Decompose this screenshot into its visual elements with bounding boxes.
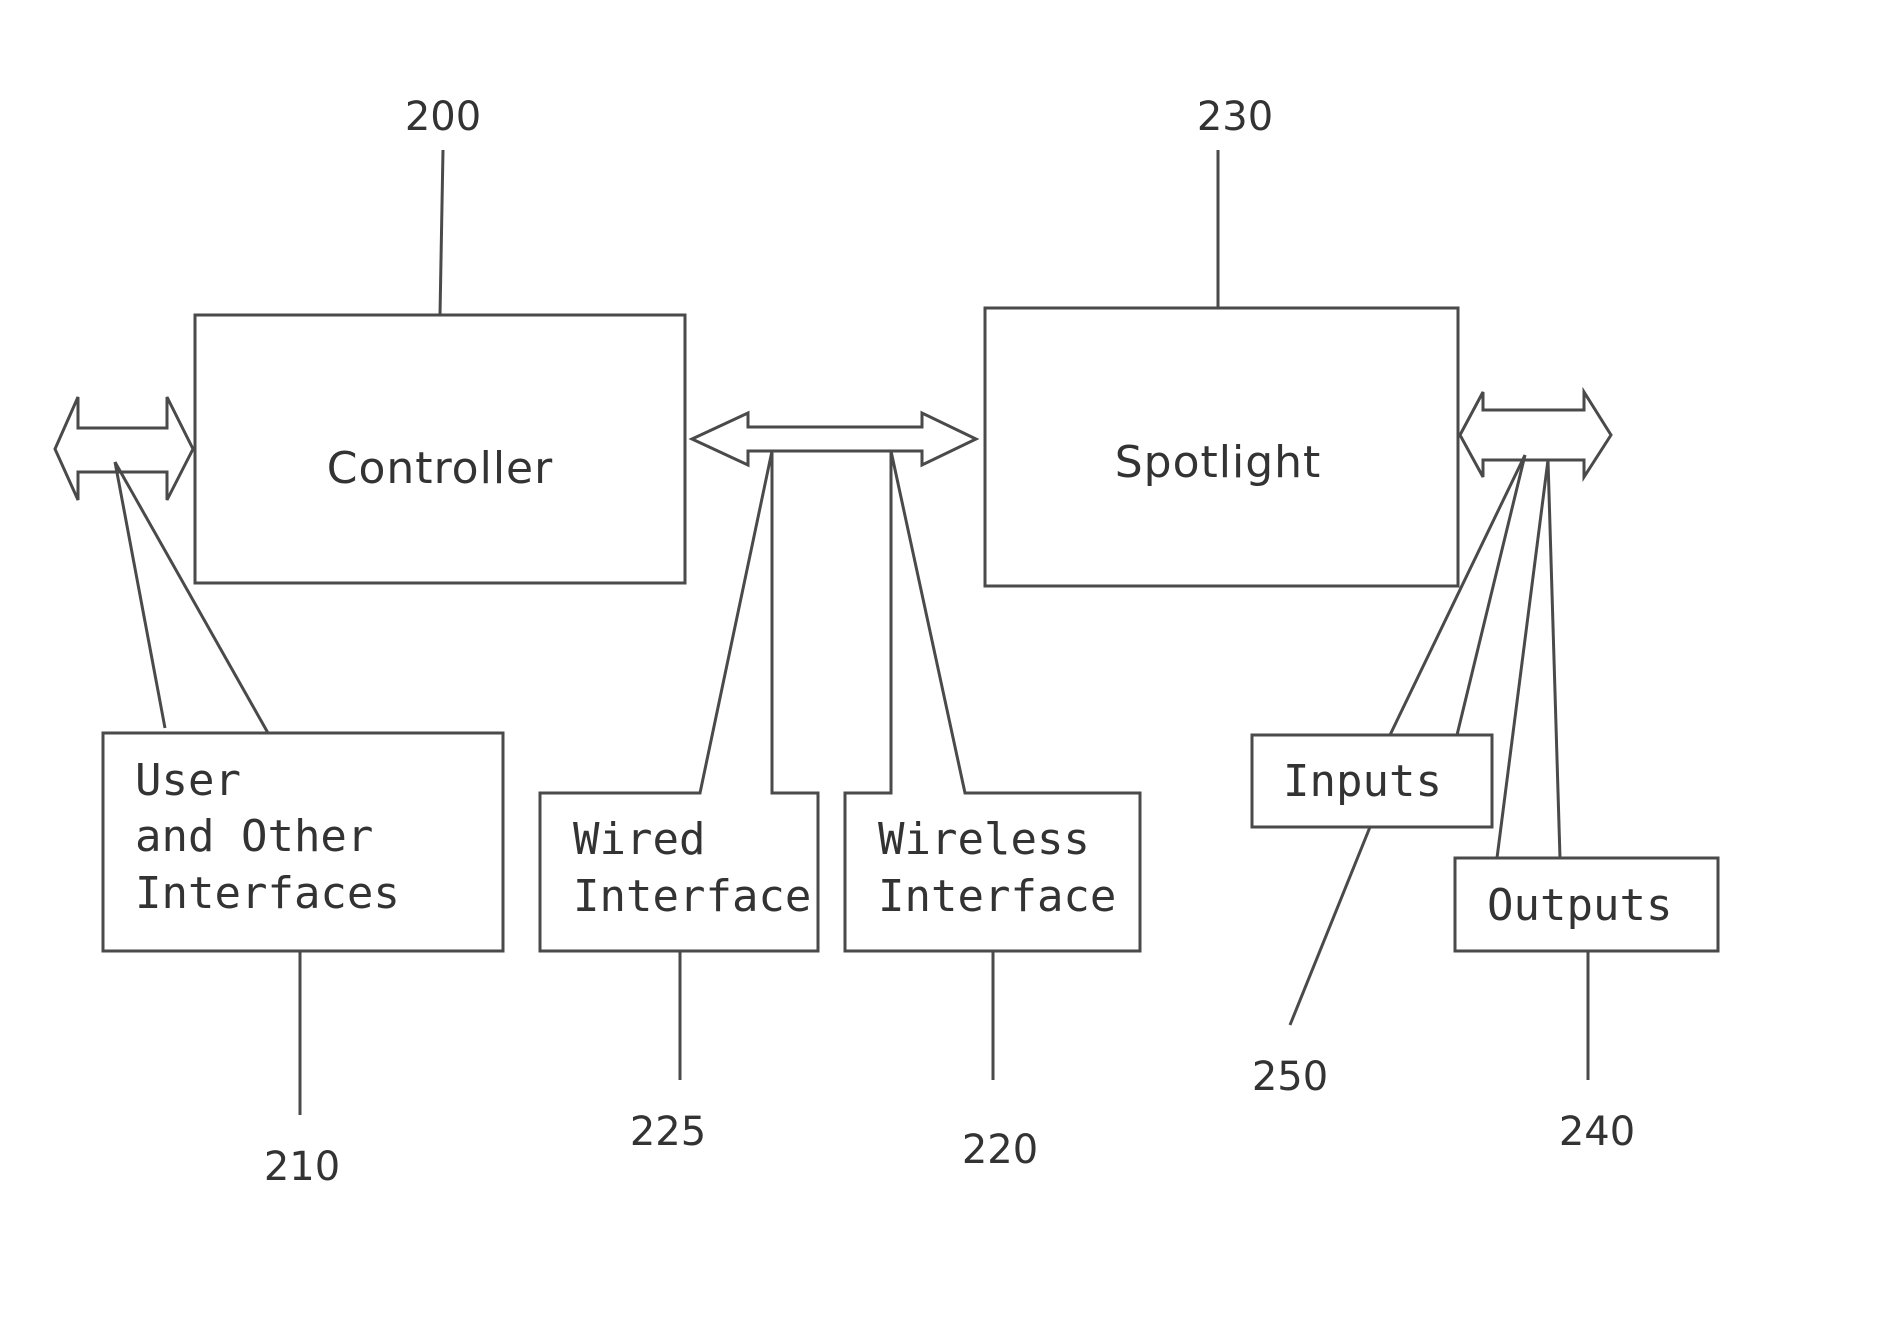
leader-inputs-b (1457, 455, 1525, 735)
user-interfaces-line-2: and Other (135, 811, 373, 862)
leader-left-arrow-a (115, 462, 165, 728)
ref-240: 240 (1559, 1109, 1635, 1155)
ref-230: 230 (1197, 94, 1273, 140)
wired-interface-line-1: Wired (573, 814, 705, 865)
wireless-interface-line-1: Wireless (878, 814, 1090, 865)
ref-250: 250 (1252, 1054, 1328, 1100)
leader-outputs-b (1548, 460, 1560, 858)
controller-label: Controller (327, 443, 553, 494)
ref-200: 200 (405, 94, 481, 140)
leader-200 (440, 150, 443, 315)
user-interfaces-line-3: Interfaces (135, 868, 400, 919)
leader-250 (1290, 827, 1370, 1025)
ref-220: 220 (962, 1127, 1038, 1173)
leader-outputs-a (1497, 460, 1548, 858)
double-arrow-right-icon (1460, 392, 1611, 477)
wireless-interface-line-2: Interface (878, 871, 1116, 922)
double-arrow-left-icon (55, 397, 193, 500)
spotlight-label: Spotlight (1115, 437, 1322, 488)
ref-210: 210 (264, 1144, 340, 1190)
double-arrow-middle-icon (692, 413, 976, 465)
outputs-label: Outputs (1487, 880, 1672, 931)
wired-interface-line-2: Interface (573, 871, 811, 922)
inputs-label: Inputs (1283, 756, 1442, 807)
ref-225: 225 (630, 1109, 706, 1155)
user-interfaces-line-1: User (135, 755, 241, 806)
